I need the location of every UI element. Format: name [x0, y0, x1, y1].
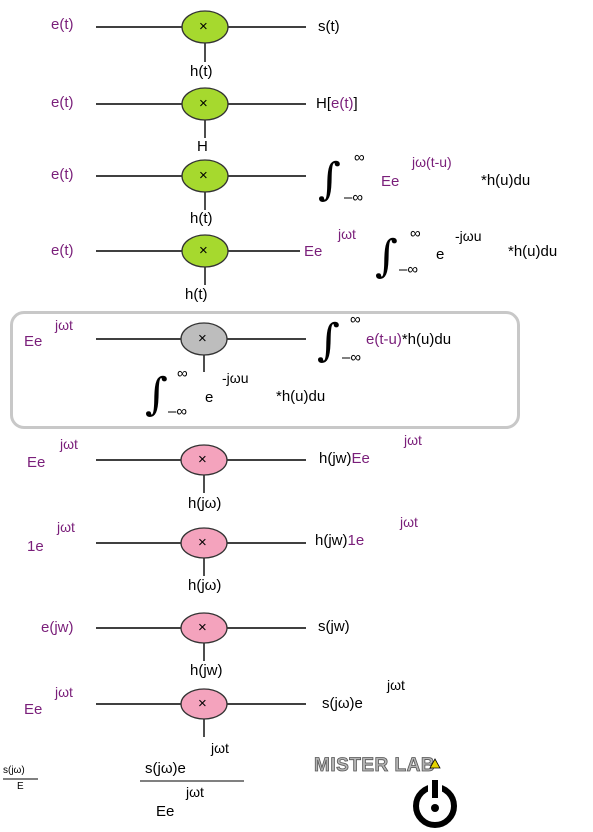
logo-text: MISTER LAB: [314, 755, 436, 776]
row5-input: Ee: [24, 333, 43, 350]
times-icon: ×: [198, 451, 207, 468]
row9-output-exponent: jωt: [387, 677, 405, 693]
row1-output: s(t): [318, 18, 340, 35]
row7-transfer-label: h(jω): [188, 577, 222, 594]
times-icon: ×: [199, 167, 208, 184]
lower-limit: –∞: [168, 403, 188, 420]
times-icon: ×: [198, 695, 207, 712]
upper-limit: ∞: [177, 365, 188, 382]
row5-input-exponent: jωt: [55, 317, 73, 333]
row6-output-exponent: jωt: [404, 432, 422, 448]
power-icon: [413, 758, 457, 828]
row3-impulse-label: h(t): [190, 210, 213, 227]
row7-output-exponent: jωt: [400, 514, 418, 530]
small-fraction-denominator: E: [17, 781, 24, 792]
row3-exponent: jω(t-u): [412, 154, 452, 170]
fraction-numerator: s(jω)e: [145, 760, 186, 777]
row1-impulse-label: h(t): [190, 63, 213, 80]
times-icon: ×: [198, 534, 207, 551]
row7-input-exponent: jωt: [57, 519, 75, 535]
row1-input: e(t): [51, 16, 74, 33]
row4-input: e(t): [51, 242, 74, 259]
upper-limit: ∞: [410, 225, 421, 242]
row5-output: e(t-u)*h(u)du: [366, 331, 452, 348]
multiplier-circle-4: [181, 234, 229, 268]
times-icon: ×: [199, 242, 208, 259]
multiplier-circle-2: [181, 87, 229, 121]
multiplier-circle-5: [180, 322, 228, 356]
row7-input: 1e: [27, 538, 44, 555]
times-icon: ×: [199, 95, 208, 112]
row6-input-exponent: jωt: [60, 436, 78, 452]
mister-lab-logo: MISTER LAB: [314, 756, 474, 830]
small-fraction-numerator: s(jω): [3, 765, 25, 776]
row3-tail: *h(u)du: [481, 172, 531, 189]
row7-output: h(jw)1e: [315, 532, 365, 549]
upper-limit: ∞: [350, 311, 361, 328]
times-icon: ×: [198, 619, 207, 636]
row2-output: H[e(t)]: [316, 95, 358, 112]
row4-output-amplitude: Ee: [304, 243, 323, 260]
row8-transfer-label: h(jw): [190, 662, 223, 679]
row6-transfer-label: h(jω): [188, 495, 222, 512]
row4-tail: *h(u)du: [508, 243, 558, 260]
upper-limit: ∞: [354, 149, 365, 166]
row9-input-exponent: jωt: [55, 684, 73, 700]
row8-output: s(jw): [318, 618, 350, 635]
multiplier-circle-1: [181, 10, 229, 44]
row4-output-exponent: jωt: [338, 226, 356, 242]
multiplier-circle-3: [181, 159, 229, 193]
fraction-top-exponent: jωt: [211, 740, 229, 756]
multiplier-circle-8: [180, 612, 228, 644]
integral-icon: ∫: [318, 154, 341, 205]
row4-exponent: -jωu: [455, 228, 482, 244]
times-icon: ×: [199, 18, 208, 35]
integral-icon: ∫: [375, 231, 398, 282]
lower-limit: –∞: [399, 261, 419, 278]
fraction-denominator: Ee: [156, 803, 175, 820]
lower-limit: –∞: [342, 349, 362, 366]
row2-system-label: H: [197, 138, 208, 155]
row6-input: Ee: [27, 454, 46, 471]
row8-input: e(jw): [41, 619, 74, 636]
row6-output: h(jw)Ee: [319, 450, 370, 467]
row2-input: e(t): [51, 94, 74, 111]
row4-e: e: [436, 246, 445, 263]
fraction-denominator-exponent: jωt: [186, 784, 204, 800]
row5-below-exponent: -jωu: [222, 370, 249, 386]
row5-below-tail: *h(u)du: [276, 388, 326, 405]
integral-icon: ∫: [145, 369, 168, 420]
integral-icon: ∫: [317, 315, 340, 366]
multiplier-circle-9: [180, 688, 228, 720]
row9-input: Ee: [24, 701, 43, 718]
lower-limit: –∞: [344, 189, 364, 206]
row5-below-e: e: [205, 389, 214, 406]
times-icon: ×: [198, 330, 207, 347]
multiplier-circle-7: [180, 527, 228, 559]
multiplier-circle-6: [180, 444, 228, 476]
row9-output: s(jω)e: [322, 695, 363, 712]
highlight-box: [10, 311, 520, 429]
row3-amplitude: Ee: [381, 173, 400, 190]
row3-input: e(t): [51, 166, 74, 183]
row4-impulse-label: h(t): [185, 286, 208, 303]
